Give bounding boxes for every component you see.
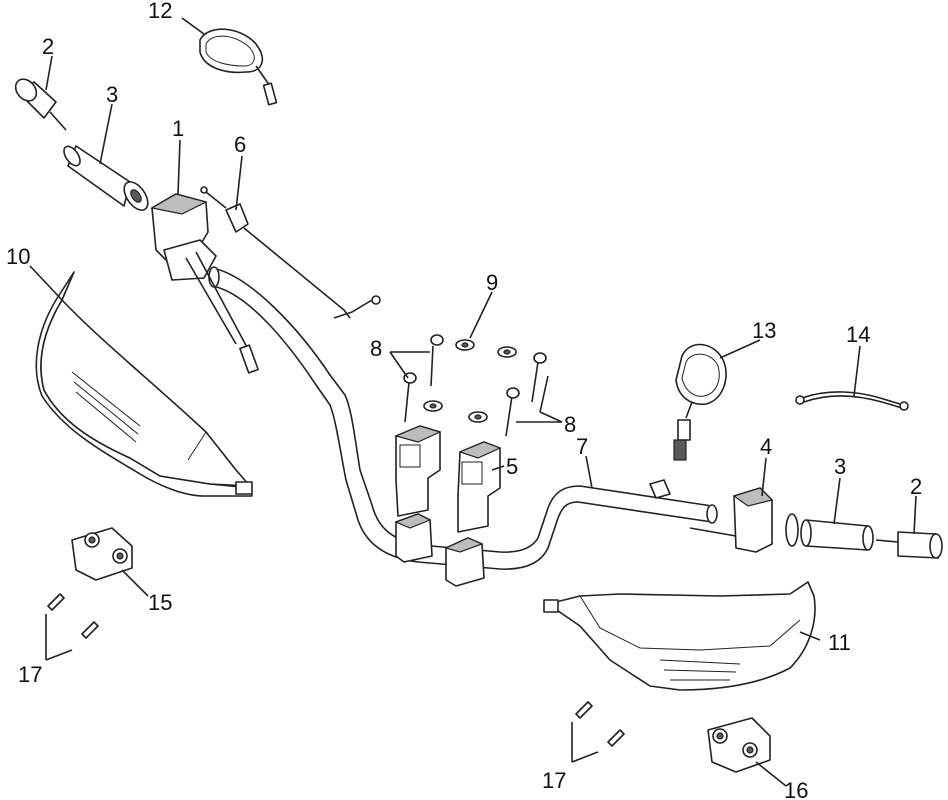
right-hand-guard	[543, 581, 816, 691]
left-grip	[63, 145, 149, 211]
callout-16: 16	[784, 778, 808, 800]
bolt	[430, 334, 444, 387]
callout-1: 1	[172, 116, 184, 141]
callout-3-right: 3	[834, 454, 846, 479]
left-switch-assembly	[150, 193, 259, 374]
callout-14: 14	[846, 322, 870, 347]
right-screws	[575, 701, 625, 747]
left-mirror	[199, 28, 278, 106]
callout-12: 12	[148, 0, 172, 23]
left-hand-guard	[35, 271, 253, 497]
right-mirror	[673, 343, 727, 461]
handlebar-clamps	[394, 425, 502, 587]
callout-2-left: 2	[42, 34, 54, 59]
callout-8-lower: 8	[564, 412, 576, 437]
left-bar-end-weight	[14, 78, 67, 131]
left-mount-plate	[71, 527, 133, 581]
callout-8-upper: 8	[370, 336, 382, 361]
wire-harness	[795, 391, 909, 411]
callout-17-right: 17	[542, 768, 566, 793]
throttle-cable	[200, 186, 381, 319]
callout-9: 9	[486, 270, 498, 295]
leader-lines	[29, 17, 917, 787]
callout-5: 5	[506, 454, 518, 479]
left-screws	[47, 593, 99, 639]
right-mount-plate	[707, 717, 771, 773]
callout-11: 11	[828, 630, 851, 655]
right-bar-end-weight	[875, 531, 943, 559]
callout-2-right: 2	[910, 474, 922, 499]
callout-7: 7	[576, 434, 588, 459]
callout-4: 4	[760, 434, 772, 459]
right-grip	[785, 513, 874, 551]
right-switch	[649, 479, 774, 553]
washers	[423, 339, 517, 423]
callout-3-left: 3	[106, 82, 118, 107]
callout-15: 15	[148, 590, 172, 615]
callout-6: 6	[234, 132, 246, 157]
callout-10: 10	[6, 244, 30, 269]
callout-17-left: 17	[18, 662, 42, 687]
bolt	[403, 372, 417, 423]
bolt	[531, 352, 547, 403]
callout-labels: 1 2 2 3 3 4 5 6 7 8 8 9 10 11 12 13 14 1…	[6, 0, 922, 800]
callout-13: 13	[752, 318, 776, 343]
bolt	[505, 387, 520, 437]
